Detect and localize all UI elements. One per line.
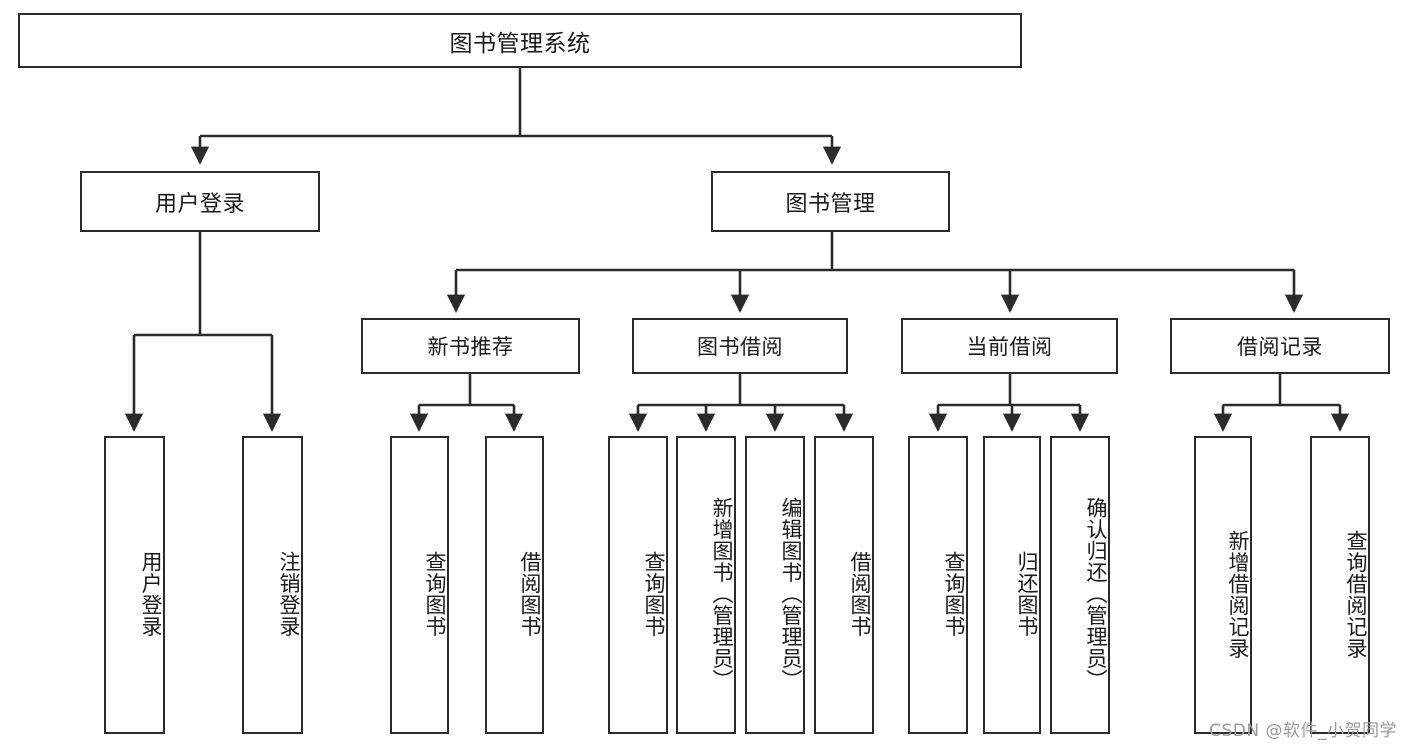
- node-label: 新增借阅记录: [1226, 529, 1250, 659]
- node-book-borrow[interactable]: 图书借阅: [632, 318, 848, 374]
- node-label: 图书管理: [785, 191, 876, 217]
- leaf-query-book-rec[interactable]: 查询图书: [390, 436, 449, 734]
- node-label: 当前借阅: [966, 335, 1053, 359]
- node-label: 图书管理系统: [449, 30, 591, 57]
- node-label: 编辑图书（管理员）: [779, 497, 803, 691]
- leaf-borrow-book[interactable]: 借阅图书: [814, 436, 874, 734]
- node-label: 新书推荐: [427, 335, 514, 359]
- node-new-book-recommend[interactable]: 新书推荐: [361, 318, 580, 374]
- leaf-return-book[interactable]: 归还图书: [983, 436, 1041, 734]
- node-label: 查询图书: [942, 551, 966, 637]
- node-borrow-record[interactable]: 借阅记录: [1170, 318, 1390, 374]
- node-label: 借阅图书: [848, 551, 872, 637]
- node-label: 图书借阅: [697, 335, 783, 359]
- leaf-query-book-current[interactable]: 查询图书: [908, 436, 968, 734]
- leaf-user-login[interactable]: 用户登录: [104, 436, 165, 734]
- leaf-borrow-book-rec[interactable]: 借阅图书: [485, 436, 544, 734]
- leaf-add-borrow-record[interactable]: 新增借阅记录: [1194, 436, 1252, 734]
- node-label: 注销登录: [277, 551, 301, 637]
- node-label: 借阅记录: [1237, 335, 1323, 359]
- node-root-system[interactable]: 图书管理系统: [18, 13, 1022, 68]
- node-current-borrow[interactable]: 当前借阅: [901, 318, 1118, 374]
- node-label: 查询图书: [642, 551, 666, 637]
- node-label: 确认归还（管理员）: [1084, 497, 1108, 691]
- node-book-management[interactable]: 图书管理: [711, 171, 950, 232]
- node-user-login[interactable]: 用户登录: [80, 171, 320, 232]
- leaf-logout-login[interactable]: 注销登录: [242, 436, 303, 734]
- leaf-query-borrow-record[interactable]: 查询借阅记录: [1310, 436, 1370, 734]
- leaf-confirm-return[interactable]: 确认归还（管理员）: [1050, 436, 1110, 734]
- leaf-query-book-borrow[interactable]: 查询图书: [608, 436, 668, 734]
- node-label: 用户登录: [154, 191, 245, 217]
- node-label: 借阅图书: [518, 551, 542, 637]
- node-label: 查询图书: [423, 551, 447, 637]
- leaf-add-book-admin[interactable]: 新增图书（管理员）: [676, 436, 736, 734]
- watermark: CSDN @软件_小贺同学: [1209, 721, 1397, 741]
- node-label: 归还图书: [1015, 551, 1039, 637]
- leaf-edit-book-admin[interactable]: 编辑图书（管理员）: [745, 436, 805, 734]
- node-label: 查询借阅记录: [1344, 529, 1368, 659]
- node-label: 用户登录: [139, 551, 163, 637]
- node-label: 新增图书（管理员）: [710, 497, 734, 691]
